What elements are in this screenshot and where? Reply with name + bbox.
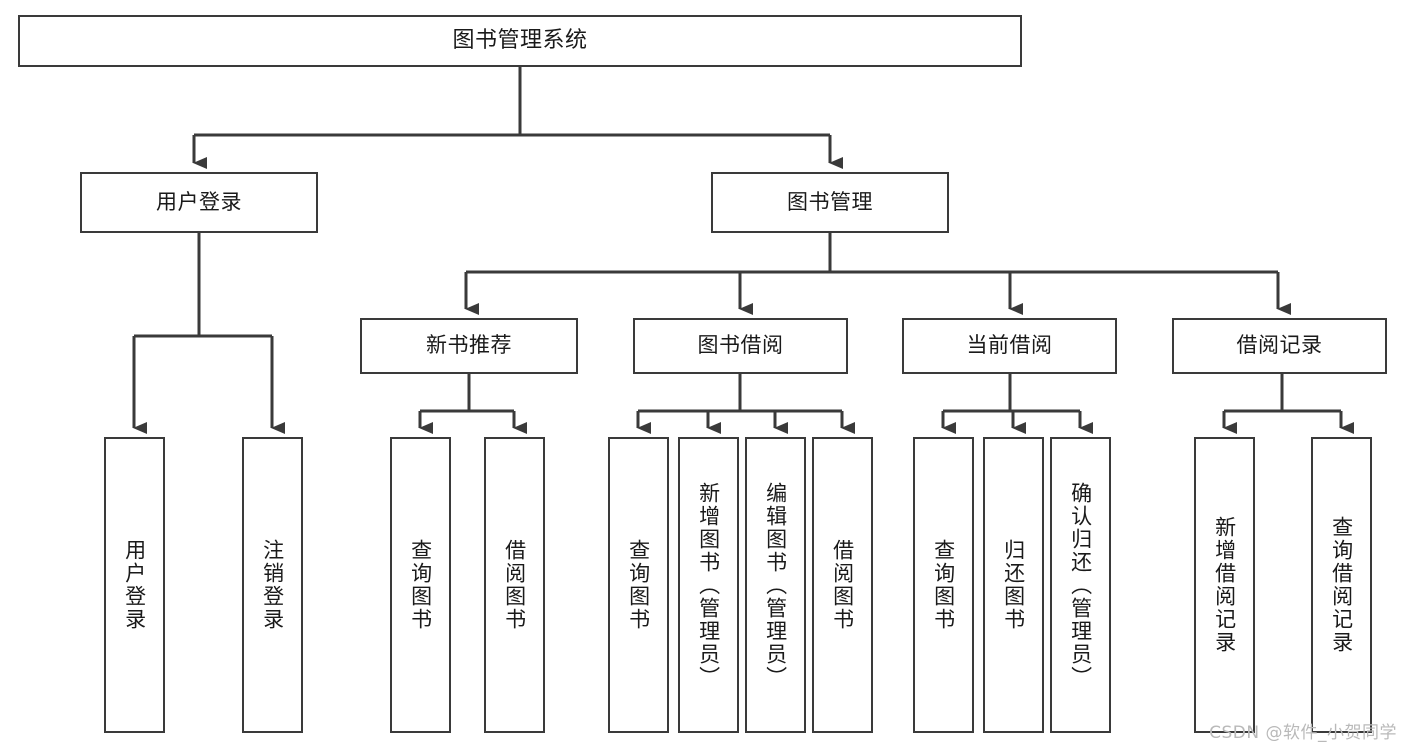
node-leaf-borrow-book-1[interactable]: 借阅图书 (484, 437, 545, 733)
node-book-management[interactable]: 图书管理 (711, 172, 949, 233)
node-book-borrow[interactable]: 图书借阅 (633, 318, 848, 374)
node-leaf-query-record-label: 查询借阅记录 (1329, 516, 1354, 654)
node-leaf-edit-book[interactable]: 编辑图书（管理员） (745, 437, 806, 733)
node-leaf-user-login-label: 用户登录 (122, 539, 147, 631)
node-current-borrow[interactable]: 当前借阅 (902, 318, 1117, 374)
node-book-management-label: 图书管理 (787, 189, 873, 214)
node-book-borrow-label: 图书借阅 (697, 333, 784, 358)
node-leaf-query-record[interactable]: 查询借阅记录 (1311, 437, 1372, 733)
node-leaf-edit-book-label: 编辑图书（管理员） (763, 481, 788, 689)
node-user-login[interactable]: 用户登录 (80, 172, 318, 233)
node-leaf-logout-label: 注销登录 (260, 539, 285, 631)
node-leaf-add-book-label: 新增图书（管理员） (696, 481, 721, 689)
node-leaf-query-book-2-label: 查询图书 (626, 539, 651, 631)
node-leaf-query-book-1-label: 查询图书 (408, 539, 433, 631)
node-leaf-logout[interactable]: 注销登录 (242, 437, 303, 733)
node-borrow-record-label: 借阅记录 (1236, 333, 1323, 358)
node-leaf-query-book-1[interactable]: 查询图书 (390, 437, 451, 733)
node-leaf-borrow-book-1-label: 借阅图书 (502, 539, 527, 631)
node-borrow-record[interactable]: 借阅记录 (1172, 318, 1387, 374)
node-leaf-borrow-book-2-label: 借阅图书 (830, 539, 855, 631)
node-leaf-query-book-3-label: 查询图书 (931, 539, 956, 631)
node-new-book-recommend[interactable]: 新书推荐 (360, 318, 578, 374)
node-leaf-confirm-return[interactable]: 确认归还（管理员） (1050, 437, 1111, 733)
node-leaf-return-book-label: 归还图书 (1001, 539, 1026, 631)
node-leaf-add-book[interactable]: 新增图书（管理员） (678, 437, 739, 733)
node-root-label: 图书管理系统 (452, 27, 588, 53)
csdn-watermark: CSDN @软件_小贺同学 (1209, 723, 1397, 743)
node-new-book-recommend-label: 新书推荐 (426, 333, 512, 358)
node-leaf-return-book[interactable]: 归还图书 (983, 437, 1044, 733)
node-leaf-add-record-label: 新增借阅记录 (1212, 516, 1237, 654)
node-leaf-borrow-book-2[interactable]: 借阅图书 (812, 437, 873, 733)
node-leaf-user-login[interactable]: 用户登录 (104, 437, 165, 733)
node-user-login-label: 用户登录 (156, 189, 242, 214)
node-leaf-query-book-3[interactable]: 查询图书 (913, 437, 974, 733)
node-root[interactable]: 图书管理系统 (18, 15, 1022, 67)
node-leaf-query-book-2[interactable]: 查询图书 (608, 437, 669, 733)
node-current-borrow-label: 当前借阅 (966, 333, 1053, 358)
node-leaf-add-record[interactable]: 新增借阅记录 (1194, 437, 1255, 733)
node-leaf-confirm-return-label: 确认归还（管理员） (1068, 481, 1093, 689)
